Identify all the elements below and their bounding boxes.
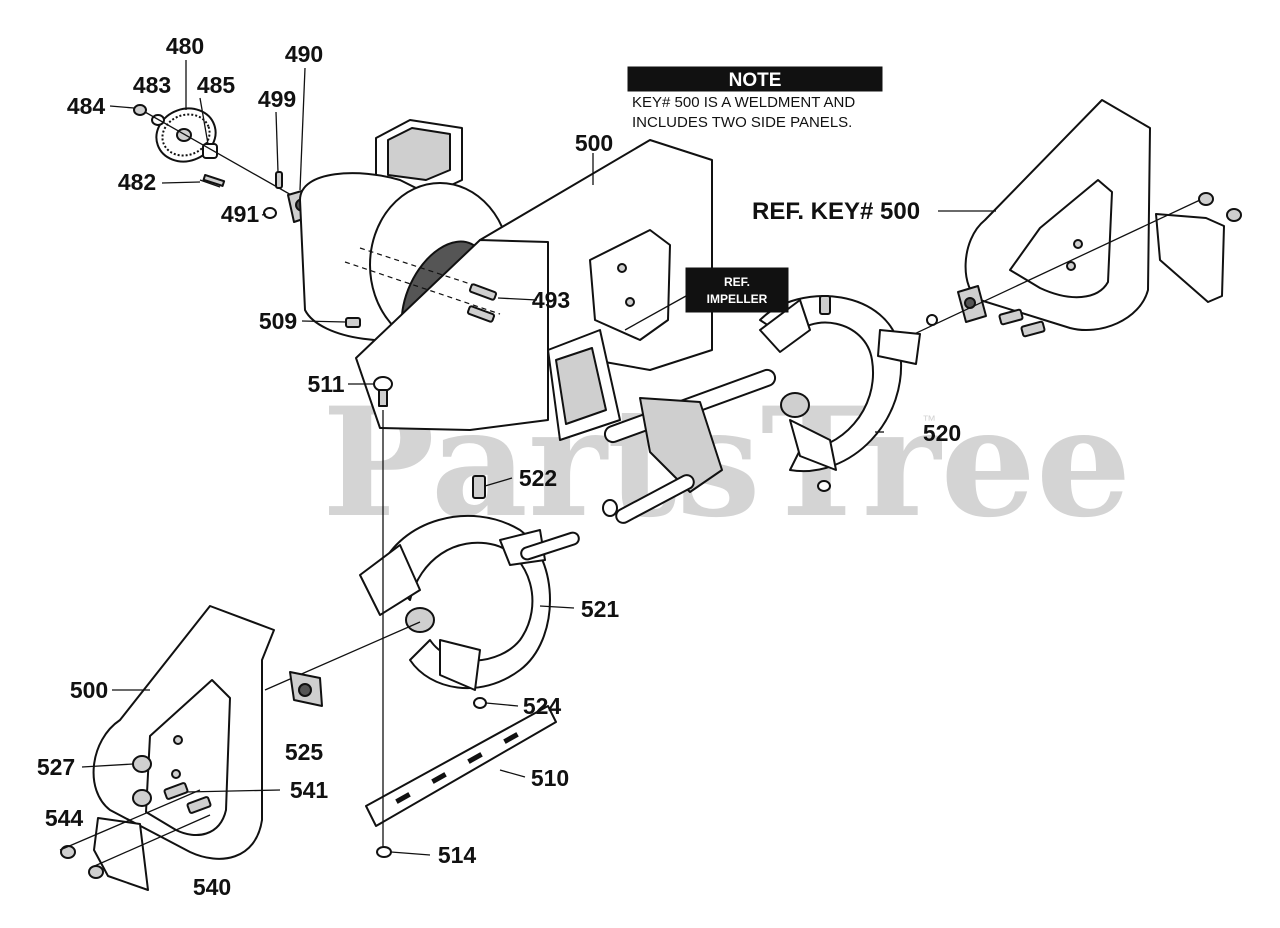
bolts-493[interactable] (466, 283, 498, 323)
note-line-1: KEY# 500 IS A WELDMENT AND (632, 94, 855, 111)
label-525: 525 (285, 739, 324, 765)
label-514: 514 (438, 842, 477, 868)
label-510: 510 (531, 765, 569, 791)
label-491: 491 (221, 201, 260, 227)
left-bolt-axis-1 (59, 789, 201, 851)
note-header (627, 66, 883, 92)
label-500-left: 500 (70, 677, 108, 703)
left-hardware[interactable] (60, 671, 323, 879)
housing-500[interactable] (299, 119, 713, 431)
label-544: 544 (45, 805, 84, 831)
washer-491[interactable] (263, 207, 277, 219)
label-483: 483 (133, 72, 171, 98)
ref-impeller-line-1: REF. (724, 275, 750, 289)
bolt-509[interactable] (345, 317, 361, 328)
gear-480[interactable] (149, 100, 223, 169)
label-ref-key-500: REF. KEY# 500 (752, 198, 920, 225)
bolt-path-2 (344, 261, 501, 315)
label-499: 499 (258, 86, 296, 112)
nut-514[interactable] (376, 846, 392, 858)
shaft-line-gear (144, 111, 301, 201)
label-482: 482 (118, 169, 156, 195)
label-527: 527 (37, 754, 75, 780)
nut-484[interactable] (133, 104, 147, 116)
side-panel-left[interactable] (92, 605, 275, 891)
watermark-tm: ™ (922, 412, 936, 428)
label-522: 522 (519, 465, 557, 491)
label-541: 541 (290, 777, 329, 803)
label-520: 520 (923, 420, 961, 446)
label-490: 490 (285, 41, 323, 67)
shave-plate-510[interactable] (365, 705, 557, 827)
auger-left-axis (264, 621, 421, 691)
label-480: 480 (166, 33, 204, 59)
side-panel-right[interactable] (964, 99, 1225, 332)
note-line-2: INCLUDES TWO SIDE PANELS. (632, 114, 852, 131)
label-493: 493 (532, 287, 570, 313)
label-521: 521 (581, 596, 620, 622)
ref-impeller-line-2: IMPELLER (707, 292, 768, 306)
ref-impeller-box (685, 267, 789, 313)
auger-520[interactable] (759, 295, 921, 492)
label-485: 485 (197, 72, 236, 98)
auger-521[interactable] (359, 475, 580, 709)
gearbox-assembly[interactable] (547, 329, 777, 525)
left-bolt-axis-2 (89, 814, 211, 869)
right-panel-axis (879, 199, 1201, 351)
pin-499[interactable] (275, 171, 283, 189)
label-524: 524 (523, 693, 562, 719)
label-509: 509 (259, 308, 297, 334)
key-482[interactable] (199, 174, 226, 188)
label-484: 484 (67, 93, 106, 119)
label-511: 511 (307, 371, 344, 397)
label-500-top: 500 (575, 130, 613, 156)
ref-impeller-leader (624, 295, 687, 331)
label-540: 540 (193, 874, 231, 900)
note-title: NOTE (729, 70, 782, 91)
